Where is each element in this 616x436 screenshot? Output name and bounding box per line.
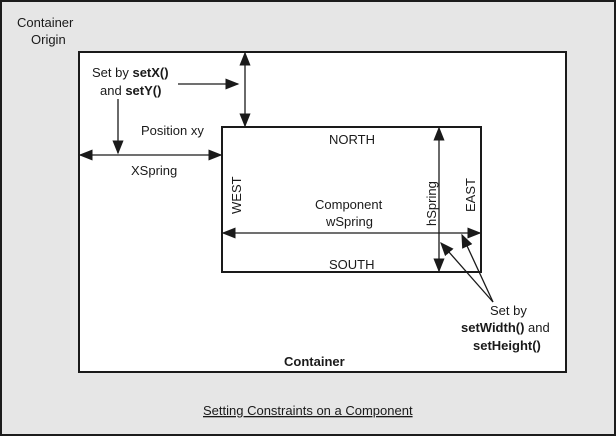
setwidth-label: setWidth() and xyxy=(461,320,550,335)
setwidth-pointer-arrow-1 xyxy=(440,241,494,303)
and-suffix-text: and xyxy=(524,320,549,335)
xspring-label: XSpring xyxy=(131,163,177,178)
container-origin-label-line2: Origin xyxy=(31,32,66,47)
west-label: WEST xyxy=(229,176,244,214)
setwidth-method: setWidth() xyxy=(461,320,524,335)
set-by-setx-label: Set by setX() xyxy=(92,65,169,80)
position-xy-label: Position xy xyxy=(141,123,204,138)
and-text: and xyxy=(100,83,125,98)
sety-method: setY() xyxy=(125,83,161,98)
setx-method: setX() xyxy=(132,65,168,80)
wspring-label: wSpring xyxy=(325,214,373,229)
container-origin-label-line1: Container xyxy=(17,15,74,30)
north-label: NORTH xyxy=(329,132,375,147)
hspring-label: hSpring xyxy=(424,181,439,226)
container-label: Container xyxy=(284,354,345,369)
setheight-method: setHeight() xyxy=(473,338,541,353)
and-sety-label: and setY() xyxy=(100,83,161,98)
east-label: EAST xyxy=(463,178,478,212)
figure-caption: Setting Constraints on a Component xyxy=(203,403,413,418)
set-by-label: Set by xyxy=(490,303,527,318)
set-by-text: Set by xyxy=(92,65,132,80)
south-label: SOUTH xyxy=(329,257,375,272)
component-label: Component xyxy=(315,197,383,212)
setwidth-pointer-arrow-2 xyxy=(461,233,494,303)
